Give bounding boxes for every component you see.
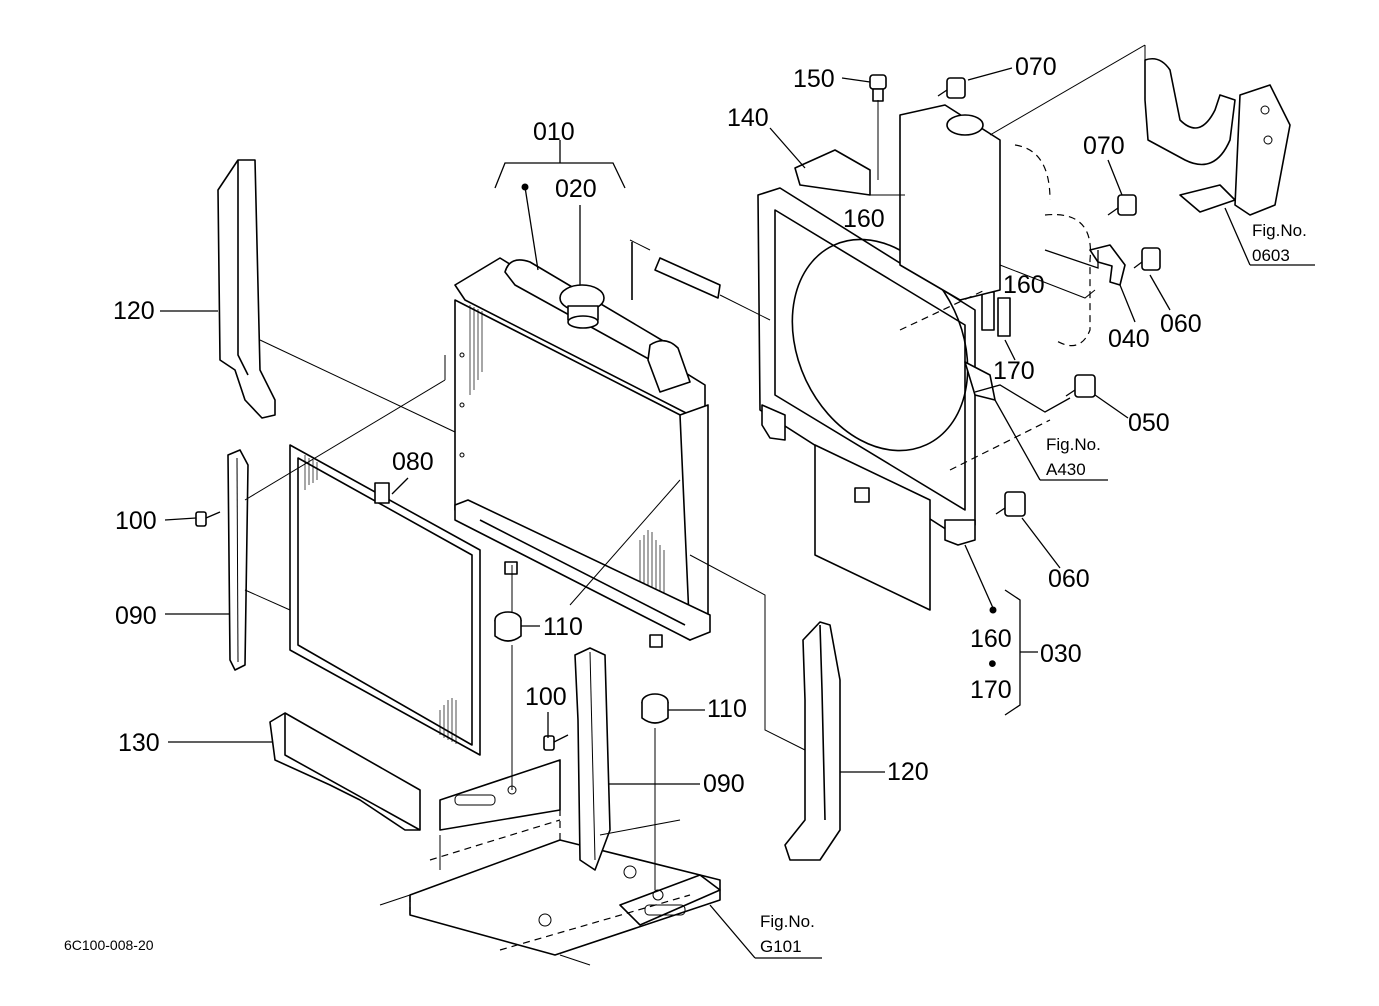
part-090-seal-right	[574, 647, 611, 871]
callout-120-a: 120	[113, 297, 155, 325]
fig-ref-g101-label[interactable]: Fig.No.	[760, 912, 815, 931]
callout-130: 130	[118, 729, 160, 757]
mounting-bracket	[1144, 57, 1291, 216]
document-id: 6C100-008-20	[64, 937, 154, 953]
part-060-bolt-b	[995, 491, 1026, 517]
callout-070-b: 070	[1083, 132, 1125, 160]
callout-040: 040	[1108, 325, 1150, 353]
part-040-clamp	[1089, 244, 1126, 286]
callout-090-b: 090	[703, 770, 745, 798]
leader-dot-030	[989, 606, 997, 614]
callout-160-c: 160	[970, 625, 1012, 653]
callout-160-b: 160	[1003, 271, 1045, 299]
callout-170-a: 170	[993, 357, 1035, 385]
callout-110-a: 110	[543, 613, 583, 641]
callout-060-b: 060	[1048, 565, 1090, 593]
radiator-assembly	[454, 242, 721, 648]
part-110-mount-a	[494, 611, 522, 642]
part-070-bolt-b	[1107, 194, 1137, 216]
callout-140: 140	[727, 104, 769, 132]
callout-150: 150	[793, 65, 835, 93]
callout-080: 080	[392, 448, 434, 476]
fig-ref-0603-number[interactable]: 0603	[1252, 246, 1290, 265]
callout-100-a: 100	[115, 507, 157, 535]
callout-020: 020	[555, 175, 597, 203]
part-130-sponge	[269, 712, 421, 831]
leader-dot-010	[521, 183, 529, 191]
fig-ref-a430-label[interactable]: Fig.No.	[1046, 435, 1101, 454]
reserve-tank	[899, 104, 1092, 471]
callout-030: 030	[1040, 640, 1082, 668]
callout-090-a: 090	[115, 602, 157, 630]
part-110-mount-b	[641, 693, 669, 724]
callout-100-b: 100	[525, 683, 567, 711]
part-120-baffle-right	[784, 621, 841, 861]
callout-170-b: 170	[970, 676, 1012, 704]
figure-references: Fig.No. 0603 Fig.No. A430 Fig.No. G101	[760, 221, 1307, 956]
part-120-baffle-left	[217, 159, 276, 419]
callout-range-dot: •	[988, 650, 997, 678]
frame-base-plate	[379, 759, 721, 966]
fig-ref-g101-number[interactable]: G101	[760, 937, 802, 956]
part-100-screw-a	[195, 511, 221, 527]
part-100-screw-b	[543, 734, 569, 751]
callout-110-b: 110	[707, 695, 747, 723]
fig-ref-a430-number[interactable]: A430	[1046, 460, 1086, 479]
callout-050: 050	[1128, 409, 1170, 437]
part-060-bolt-a	[1133, 247, 1161, 271]
callout-070-a: 070	[1015, 53, 1057, 81]
part-150-cap	[869, 74, 887, 102]
callout-060-a: 060	[1160, 310, 1202, 338]
callout-labels: 010 020 030 040 050 060 060 070 070 080 …	[113, 53, 1202, 798]
callout-120-b: 120	[887, 758, 929, 786]
part-070-bolt-a	[937, 77, 966, 99]
callout-010: 010	[533, 118, 575, 146]
leader-lines	[160, 44, 1315, 959]
part-050-bolt	[1065, 374, 1096, 398]
part-080-screen	[289, 444, 481, 756]
callout-160-a: 160	[843, 205, 885, 233]
part-090-seal-left	[227, 449, 249, 671]
fig-ref-0603-label[interactable]: Fig.No.	[1252, 221, 1307, 240]
